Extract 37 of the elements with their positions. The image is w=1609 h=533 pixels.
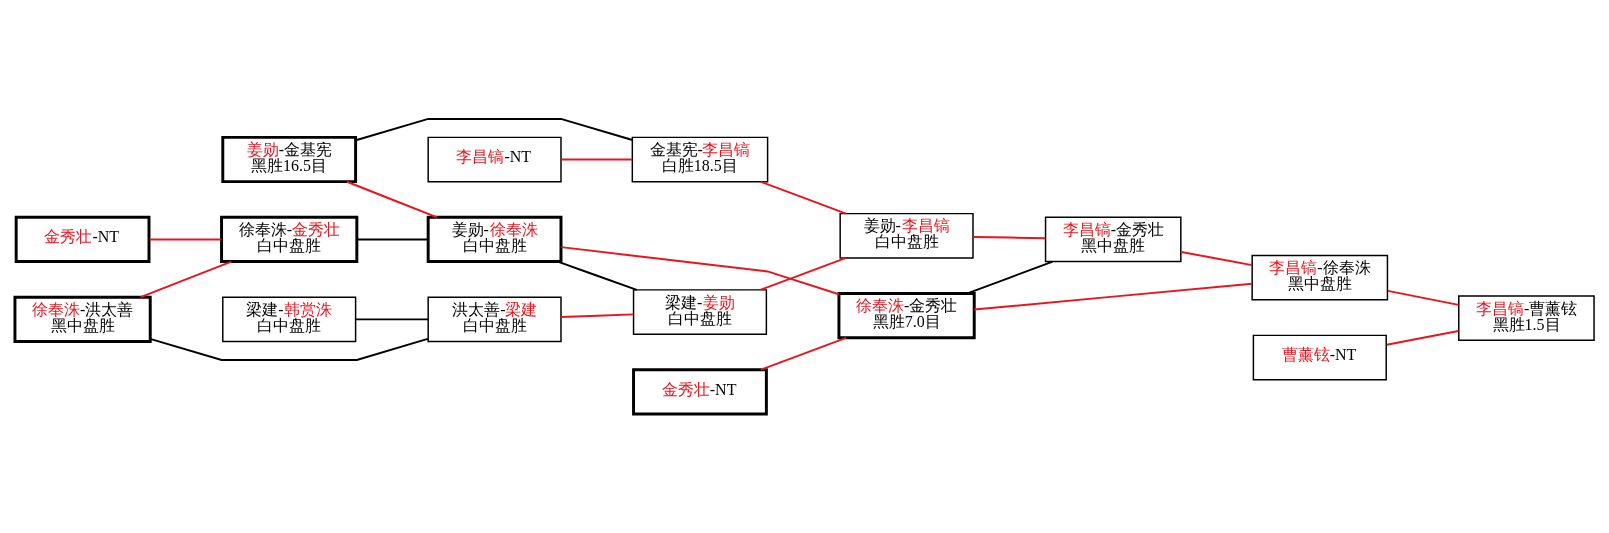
connector [345, 180, 439, 219]
connector [759, 180, 847, 215]
node-box: 徐奉洙-洪太善 黑中盘胜 [13, 295, 152, 343]
node-box: 洪太善-梁建 白中盘胜 [427, 296, 562, 343]
node-box: 金基宪-李昌镐 白胜18.5目 [631, 136, 769, 183]
node-box: 姜勋-李昌镐 白中盘胜 [839, 212, 974, 259]
node-box: 梁建-姜勋 白中盘胜 [632, 289, 768, 335]
connector [354, 318, 430, 321]
connector [966, 260, 1054, 295]
node-box: 李昌镐-徐奉洙 黑中盘胜 [1251, 254, 1389, 301]
connector [354, 117, 634, 142]
node-box: 曹薰铉-NT [1252, 334, 1387, 381]
connector [759, 256, 847, 291]
connector [139, 260, 233, 299]
node-box: 徐奉洙-金秀壮 黑胜7.0目 [837, 292, 976, 340]
connector [355, 238, 430, 241]
connector [560, 313, 635, 318]
node-box: 李昌镐-NT [427, 136, 562, 183]
node-box: 金秀壮-NT [632, 368, 768, 416]
node-box: 李昌镐-曹薰铉 黑胜1.5目 [1458, 295, 1595, 342]
node-box: 姜勋-金基宪 黑胜16.5目 [221, 135, 358, 184]
connector [560, 158, 634, 161]
node-box: 徐奉洙-金秀壮 白中盘胜 [220, 215, 359, 264]
connector [972, 235, 1047, 240]
node-box: 金秀壮-NT [14, 215, 151, 264]
connector [556, 260, 638, 291]
connector [148, 238, 223, 241]
connector [560, 246, 840, 296]
node-box: 姜勋-徐奉洙 白中盘胜 [426, 215, 563, 264]
node-box: 李昌镐-金秀壮 黑中盘胜 [1044, 216, 1182, 263]
connector [1180, 250, 1253, 267]
connector [149, 337, 429, 361]
connector [1385, 330, 1460, 346]
connector [973, 282, 1253, 311]
connector [759, 336, 847, 371]
node-box: 梁建-韩赏洙 白中盘胜 [222, 296, 357, 343]
connector [1386, 289, 1460, 306]
